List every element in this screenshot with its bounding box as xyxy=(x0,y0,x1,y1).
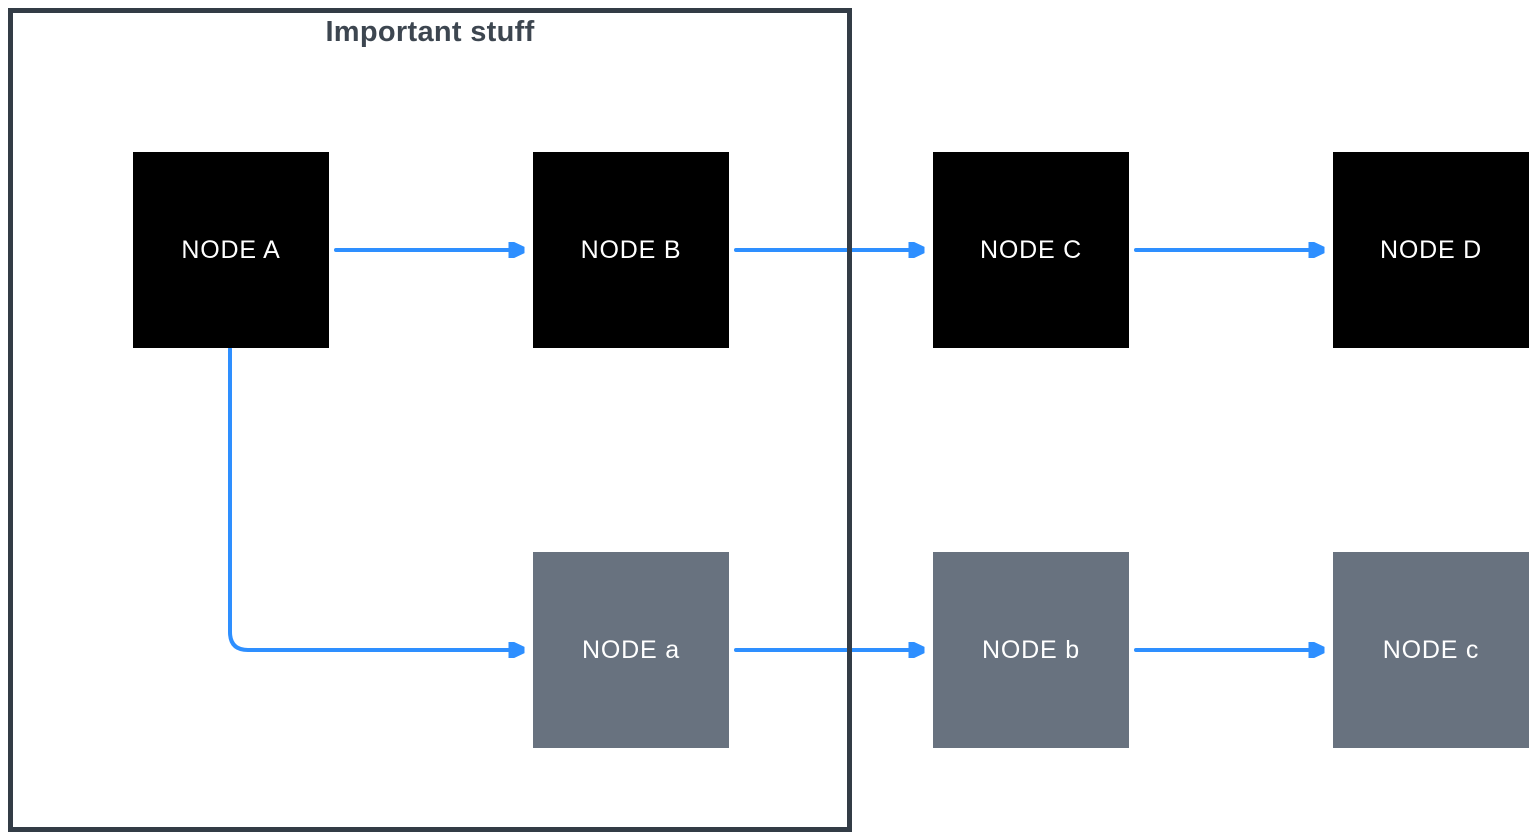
node-a-label: NODE A xyxy=(181,235,281,264)
node-c[interactable]: NODE C xyxy=(933,152,1129,348)
node-c-lower[interactable]: NODE c xyxy=(1333,552,1529,748)
node-a-lower[interactable]: NODE a xyxy=(533,552,729,748)
node-b-label: NODE B xyxy=(580,235,682,264)
node-c-lower-label: NODE c xyxy=(1382,635,1480,664)
node-b-lower-label: NODE b xyxy=(982,635,1080,664)
node-d[interactable]: NODE D xyxy=(1333,152,1529,348)
node-a[interactable]: NODE A xyxy=(133,152,329,348)
group-label: Important stuff xyxy=(325,16,535,48)
node-a-lower-label: NODE a xyxy=(582,635,680,664)
node-d-label: NODE D xyxy=(1379,235,1483,264)
edge-a-to-a-lower[interactable] xyxy=(228,347,518,650)
node-b-lower[interactable]: NODE b xyxy=(933,552,1129,748)
node-c-label: NODE C xyxy=(979,235,1083,264)
node-b[interactable]: NODE B xyxy=(533,152,729,348)
